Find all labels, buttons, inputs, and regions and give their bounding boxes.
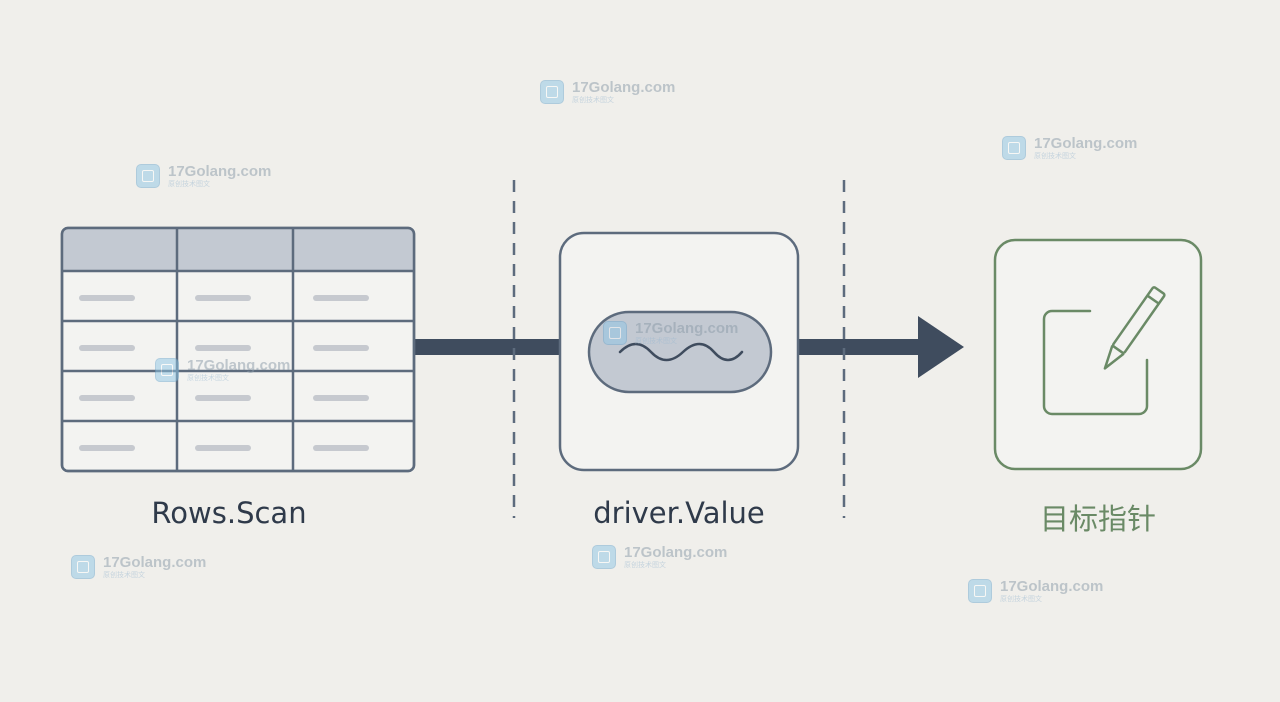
watermark-title: 17Golang.com [624,544,728,561]
watermark-title: 17Golang.com [635,320,739,337]
watermark-logo-icon [136,164,160,188]
edit-icon [993,238,1203,471]
watermark-subtitle: 原创技术图文 [624,561,666,569]
watermark-title: 17Golang.com [1000,578,1104,595]
watermark-logo-icon [592,545,616,569]
arrow-shaft-right [798,339,922,355]
watermark-title: 17Golang.com [103,554,207,571]
driver-value-label: driver.Value [593,496,765,530]
watermark-subtitle: 原创技术图文 [103,571,145,579]
watermark-title: 17Golang.com [572,79,676,96]
watermark-title: 17Golang.com [1034,135,1138,152]
watermark-subtitle: 原创技术图文 [572,96,614,104]
arrow-shaft-left [414,339,560,355]
watermark-title: 17Golang.com [168,163,272,180]
watermark-subtitle: 原创技术图文 [1034,152,1076,160]
watermark-logo-icon [540,80,564,104]
arrow-head [918,316,964,378]
target-pointer-label: 目标指针 [1039,502,1157,536]
rows-scan-label: Rows.Scan [151,496,307,530]
watermark-logo-icon [71,555,95,579]
watermark-logo-icon [968,579,992,603]
watermark-subtitle: 原创技术图文 [1000,595,1042,603]
watermark-logo-icon [1002,136,1026,160]
watermark-logo-icon [155,358,179,382]
watermark-title: 17Golang.com [187,357,291,374]
watermark-subtitle: 原创技术图文 [187,374,229,382]
wave-icon [558,231,800,472]
watermark-subtitle: 原创技术图文 [635,337,677,345]
table-icon [60,226,416,473]
watermark-subtitle: 原创技术图文 [168,180,210,188]
watermark-logo-icon [603,321,627,345]
